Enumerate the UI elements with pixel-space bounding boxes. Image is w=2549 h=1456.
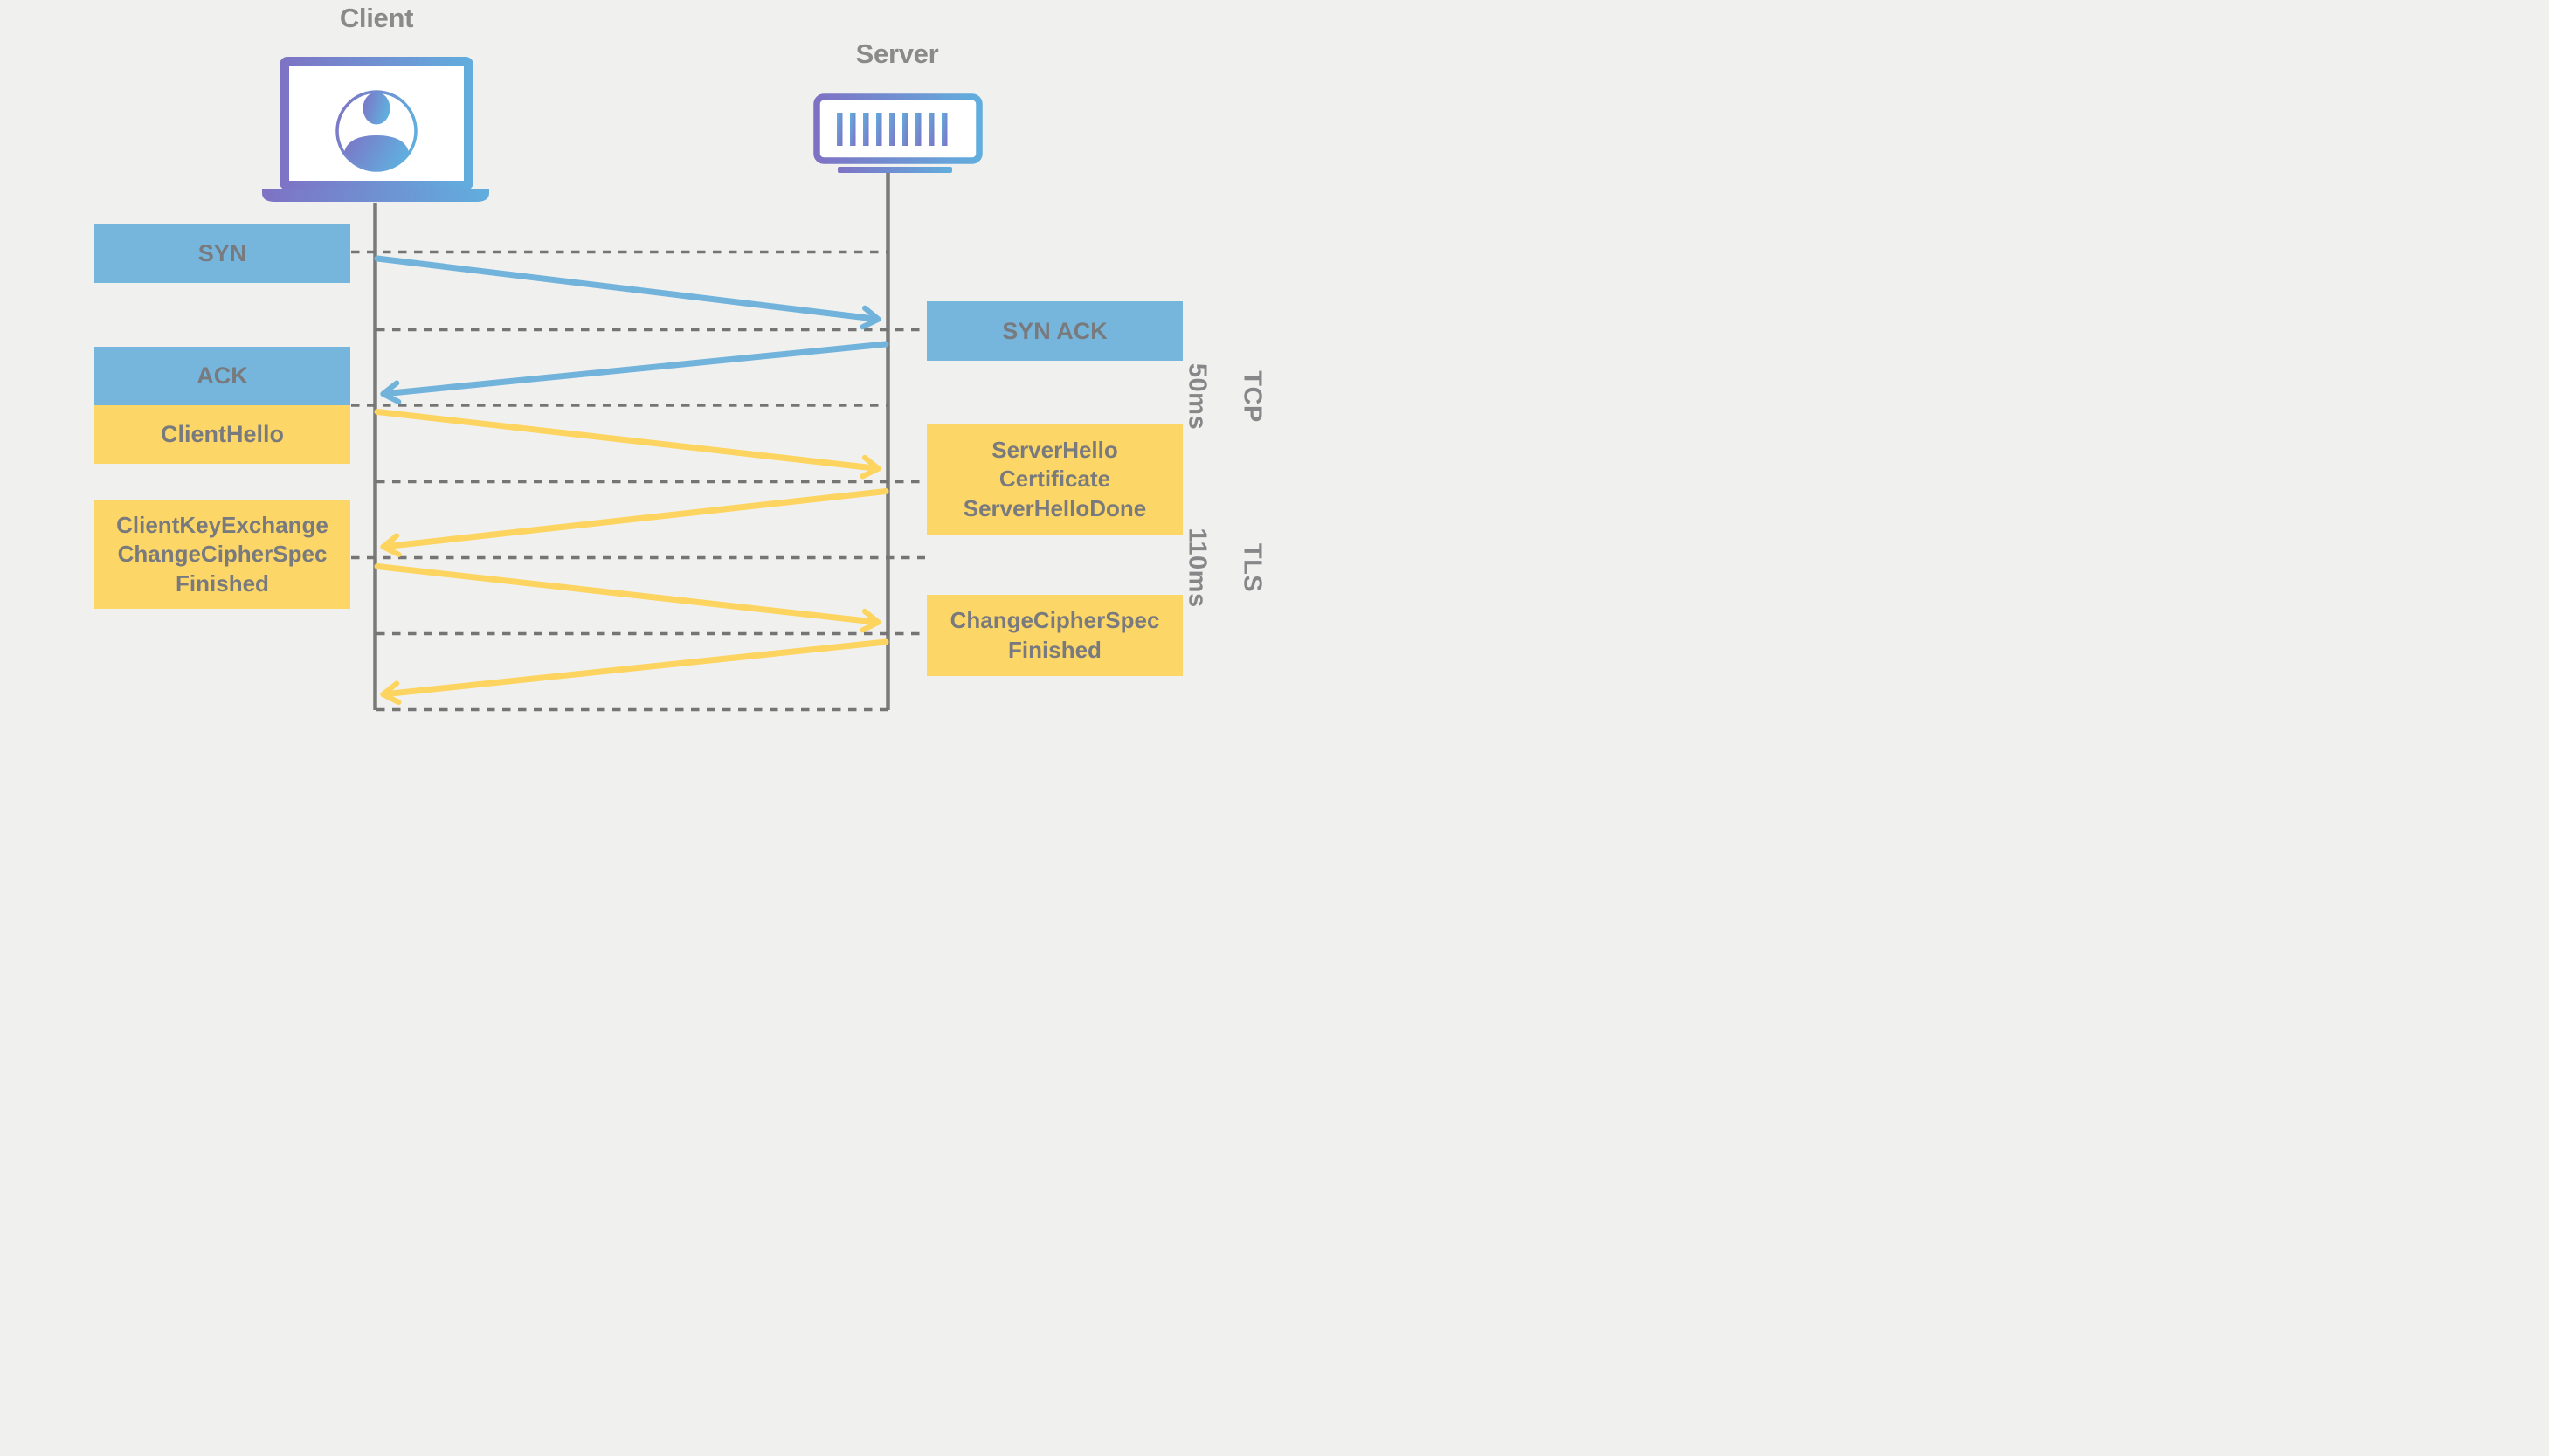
msg-box-client-hello: ClientHello [94,405,350,464]
phase-tcp-protocol: TCP [1238,370,1267,423]
server-hello-arrow [380,488,889,557]
msg-box-client-key-exchange: ClientKeyExchange ChangeCipherSpec Finis… [94,500,350,609]
client-hello-arrow [374,409,881,480]
syn-ack-arrow [380,341,889,405]
client-key-exchange-arrow [374,563,881,633]
syn-arrow [374,255,881,330]
msg-box-syn: SYN [94,224,350,283]
change-cipher-spec-arrow [380,638,889,706]
phase-tls-protocol: TLS [1238,542,1267,593]
msg-box-syn-ack: SYN ACK [927,301,1183,361]
server-slot-bars [837,113,948,146]
server-rack-icon [808,90,987,182]
phase-tls-duration: 110ms [1183,528,1212,608]
phase-tcp-duration: 50ms [1183,362,1212,431]
msg-box-change-cipher-spec: ChangeCipherSpec Finished [927,595,1183,676]
laptop-client-icon [260,51,491,209]
msg-box-ack: ACK [94,347,350,405]
phase-label-tls: TLS 110ms [1183,528,1274,607]
user-avatar-icon [335,90,418,172]
diagram-lines-layer [351,173,926,712]
server-actor-title: Server [855,38,939,69]
msg-box-server-hello: ServerHello Certificate ServerHelloDone [927,424,1183,535]
client-actor-title: Client [339,3,414,33]
tcp-tls-handshake-diagram: Client Server [0,0,1274,728]
dashed-guides [351,250,926,712]
phase-label-tcp: TCP 50ms [1183,363,1274,430]
